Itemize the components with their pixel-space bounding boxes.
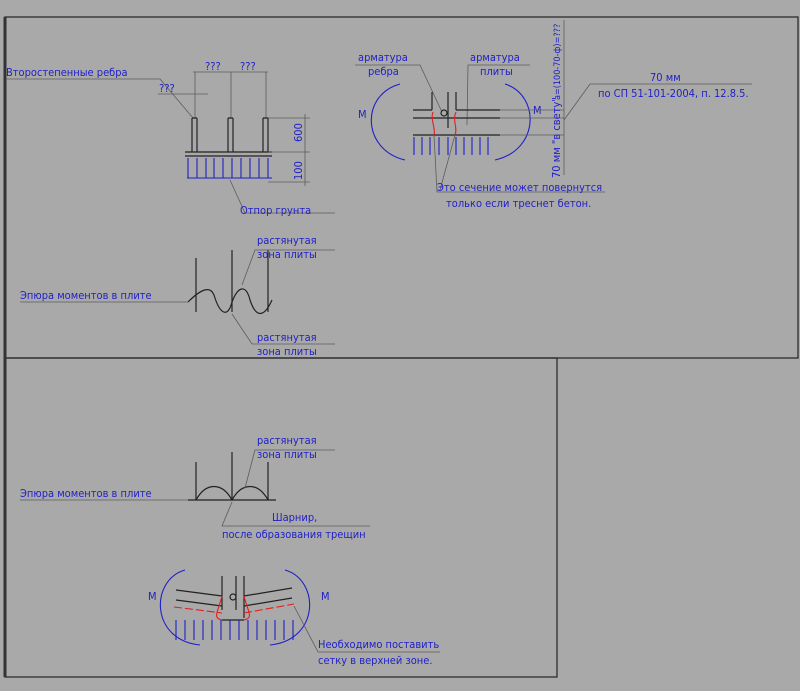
moment-right-label: M bbox=[533, 104, 542, 117]
moment-diagram-2-title: Эпюра моментов в плите bbox=[20, 487, 152, 500]
ribbed-slab-section: Второстепенные ребра ??? ??? ??? 600 100… bbox=[6, 60, 335, 217]
rotation-note-line2: только если треснет бетон. bbox=[446, 197, 591, 210]
moment-diagram-1: Эпюра моментов в плите растянутая зона п… bbox=[20, 234, 335, 358]
slab-rebar-label-2: плиты bbox=[480, 65, 513, 78]
rib-rebar-label-1: арматура bbox=[358, 51, 408, 64]
moment-right-label-2: M bbox=[321, 590, 330, 603]
mesh-note-line2: сетку в верхней зоне. bbox=[318, 654, 432, 667]
cover-formula: a=(100-70-ф)=??? bbox=[553, 24, 563, 100]
dim-rib-width: ??? bbox=[159, 82, 175, 95]
lower-note-line2: зона плиты bbox=[257, 345, 317, 358]
upper-note-line1: растянутая bbox=[257, 234, 317, 247]
moment-left-label-2: M bbox=[148, 590, 157, 603]
slab-rebar-label-1: арматура bbox=[470, 51, 520, 64]
lower-note-line1: растянутая bbox=[257, 331, 317, 344]
mesh-note-line1: Необходимо поставить bbox=[318, 638, 439, 651]
dim-rib-spacing-2: ??? bbox=[240, 60, 256, 73]
soil-reaction-label: Отпор грунта bbox=[240, 204, 311, 217]
hinge-label-1: Шарнир, bbox=[272, 511, 317, 524]
soil-pressure-arrows-3 bbox=[175, 620, 294, 640]
rotation-note-line1: Это сечение может повернутся bbox=[437, 181, 602, 194]
hinge-label-2: после образования трещин bbox=[222, 528, 366, 541]
note-line2: зона плиты bbox=[257, 448, 317, 461]
soil-pressure-arrows-2 bbox=[413, 137, 489, 155]
dim-slab-thickness: 100 bbox=[292, 161, 305, 180]
joint-section-detail: арматура ребра арматура плиты M M a=(100… bbox=[355, 20, 752, 210]
moment-diagram-2: Эпюра моментов в плите растянутая зона п… bbox=[20, 434, 370, 541]
moment-diagram-1-title: Эпюра моментов в плите bbox=[20, 289, 152, 302]
rib-rebar-label-2: ребра bbox=[368, 65, 399, 78]
dim-rib-height: 600 bbox=[292, 123, 305, 142]
cover-value: 70 мм bbox=[650, 71, 681, 84]
soil-pressure-arrows bbox=[187, 158, 272, 179]
deformed-slab-detail: M M Необходимо поставить сетку в верхней… bbox=[148, 569, 440, 667]
secondary-ribs-label: Второстепенные ребра bbox=[6, 66, 128, 79]
note-line1: растянутая bbox=[257, 434, 317, 447]
upper-note-line2: зона плиты bbox=[257, 248, 317, 261]
code-reference: по СП 51-101-2004, п. 12.8.5. bbox=[598, 87, 749, 100]
dim-rib-spacing-1: ??? bbox=[205, 60, 221, 73]
moment-left-label: M bbox=[358, 108, 367, 121]
clear-distance: 70 мм "в свету" bbox=[550, 97, 563, 178]
